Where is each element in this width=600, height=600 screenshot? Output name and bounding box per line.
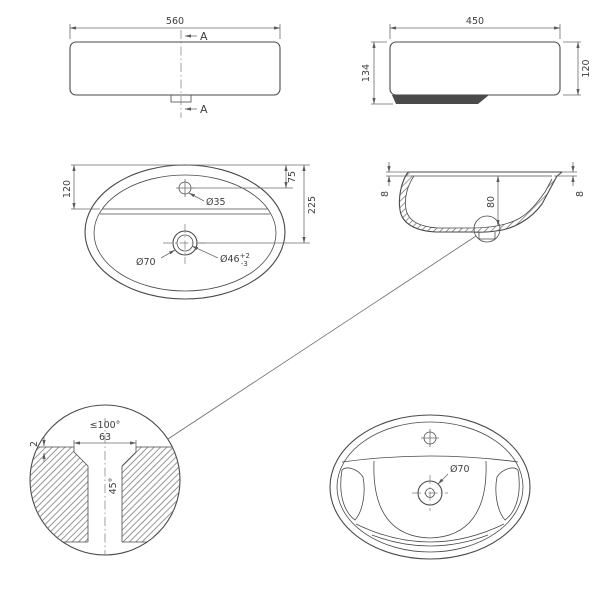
view-side: 450 134 120 [361, 16, 592, 105]
top-drain-centerlines [163, 224, 207, 264]
bottom-drain-leader [437, 473, 449, 485]
view-bottom: Ø70 [329, 414, 531, 560]
bottom-bowl-outline [373, 460, 487, 539]
section-detail-marker-circle [473, 215, 501, 243]
view-detail: ≤100° 63 45° 2 [29, 404, 181, 556]
front-section-label-top: A [200, 30, 208, 43]
top-faucet-offset-label: 75 [287, 171, 298, 183]
section-thickness-right-label: 8 [575, 191, 586, 197]
side-height-overall-label: 134 [361, 64, 372, 82]
top-drain-hole-label: Ø46+2-3 [220, 252, 250, 268]
detail-wall-outline-right [121, 446, 180, 543]
bottom-rib-arc-outer [355, 523, 505, 543]
bottom-deck-edge-line [341, 455, 519, 463]
top-drain-recess-label: Ø70 [136, 257, 156, 268]
top-drain-hole-leader [191, 245, 219, 259]
bottom-faucet-crosshair [421, 429, 439, 447]
section-wall-hatch [399, 172, 557, 233]
side-base-wedge [392, 95, 489, 104]
top-outer-rim [84, 164, 286, 300]
side-width-dim-label: 450 [466, 16, 484, 27]
side-height-body-label: 120 [581, 59, 592, 77]
section-drain-stub [478, 232, 496, 240]
bottom-rib-arc-inner [371, 534, 489, 547]
detail-wall-hatch-left [30, 447, 88, 542]
detail-countersink-angle-label: ≤100° [90, 420, 121, 431]
detail-land-dim-label: 2 [29, 441, 40, 447]
top-faucet-leader [188, 192, 205, 202]
bottom-inner-rim [336, 421, 524, 553]
section-bowl-outer-profile [398, 171, 558, 233]
side-basin-outline [389, 41, 561, 96]
bottom-drain-centerlines [412, 475, 448, 511]
bottom-drain-label: Ø70 [450, 464, 470, 475]
section-thickness-left-label: 8 [380, 191, 391, 197]
top-deck-edge-lines [100, 208, 270, 215]
detail-chamfer-angle-label: 45° [108, 478, 119, 495]
detail-opening-dim-label: 63 [99, 432, 111, 443]
front-width-dim-label: 560 [166, 16, 184, 27]
detail-wall-outline-left [30, 446, 89, 543]
section-depth-label: 80 [486, 196, 497, 208]
view-front: 560 A A [69, 16, 281, 118]
front-section-label-bottom: A [200, 103, 208, 116]
detail-bubble-content [30, 418, 180, 555]
top-faucet-label: Ø35 [206, 197, 226, 208]
view-top: Ø35 Ø70 Ø46+2-3 120 75 225 [62, 164, 318, 300]
top-drain-recess-leader [160, 249, 176, 259]
top-drain-offset-label: 225 [307, 196, 318, 214]
detail-wall-hatch-right [122, 447, 180, 542]
view-section: 8 8 80 [167, 162, 586, 440]
top-rim-depth-extensions [71, 164, 183, 210]
bottom-rib-pocket-right [495, 467, 520, 521]
top-rim-depth-label: 120 [62, 180, 73, 198]
bottom-rib-pocket-left [340, 467, 365, 521]
front-basin-outline [69, 41, 281, 96]
bottom-outer-rim [329, 414, 531, 560]
top-inner-rim [93, 174, 277, 292]
top-faucet-crosshair [176, 179, 194, 197]
section-bowl-inner-profile [405, 175, 553, 229]
section-detail-leader-line [167, 235, 477, 440]
